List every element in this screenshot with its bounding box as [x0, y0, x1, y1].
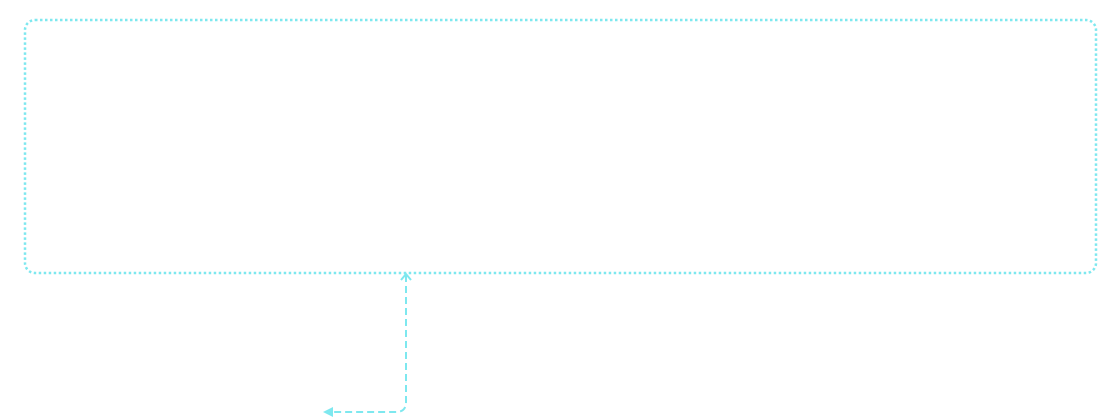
connector-start-chevron-icon	[400, 272, 412, 281]
connector-line[interactable]	[332, 275, 407, 413]
container-box[interactable]	[23, 18, 1098, 275]
arrowhead-left-icon	[323, 407, 333, 417]
